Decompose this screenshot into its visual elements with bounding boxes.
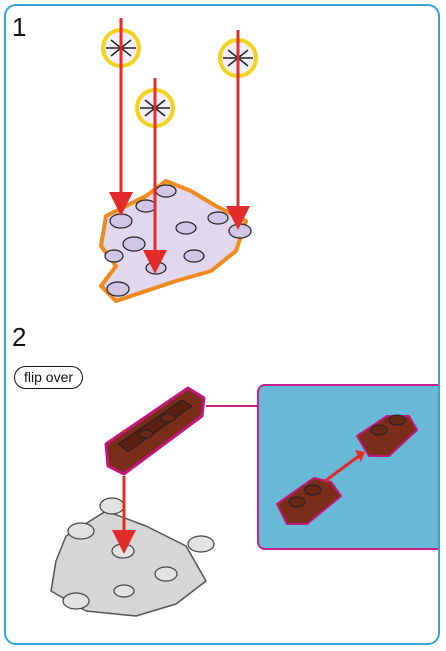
flip-over-note: flip over bbox=[14, 366, 84, 389]
step-2-number: 2 bbox=[12, 322, 27, 352]
instruction-page: 1 bbox=[4, 4, 440, 645]
grey-base-icon bbox=[50, 497, 215, 617]
flower-base-icon bbox=[99, 179, 252, 303]
step-2-illustration bbox=[50, 386, 259, 617]
brown-brick-icon bbox=[356, 414, 418, 457]
brown-brick-icon bbox=[276, 477, 342, 525]
detail-illustration bbox=[276, 414, 418, 525]
brown-brick-icon bbox=[104, 386, 206, 476]
step-1-illustration bbox=[99, 18, 258, 303]
detail-panel bbox=[257, 384, 438, 550]
detail-arrow-icon bbox=[324, 450, 365, 483]
step-1-number: 1 bbox=[12, 12, 27, 42]
